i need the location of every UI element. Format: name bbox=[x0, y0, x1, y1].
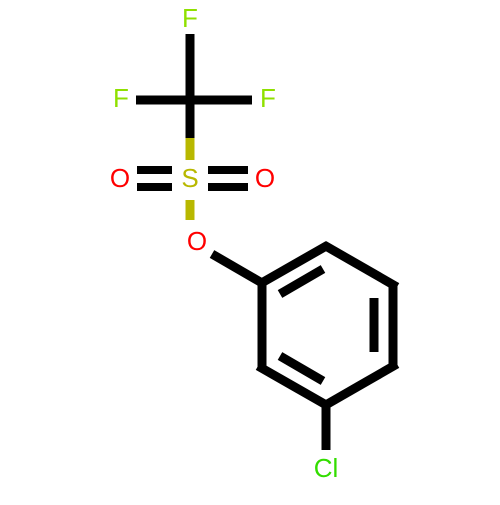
ring-inner-line-3 bbox=[277, 352, 326, 385]
atom-f-left: F bbox=[113, 83, 129, 113]
ring-bond-5 bbox=[255, 362, 331, 410]
atom-o-left: O bbox=[110, 163, 130, 193]
bond-o-c-aryl bbox=[209, 250, 265, 287]
atom-o-right: O bbox=[255, 163, 275, 193]
atom-s: S bbox=[181, 163, 198, 193]
ring-bond-4 bbox=[321, 360, 400, 410]
ring-bond-2 bbox=[321, 241, 400, 291]
atom-f-right: F bbox=[260, 83, 276, 113]
atom-f-top: F bbox=[182, 3, 198, 33]
ring-inner-line-1 bbox=[277, 265, 326, 298]
atom-cl: Cl bbox=[314, 453, 339, 483]
ring-bond-1 bbox=[255, 241, 331, 289]
atom-o-ester: O bbox=[187, 226, 207, 256]
